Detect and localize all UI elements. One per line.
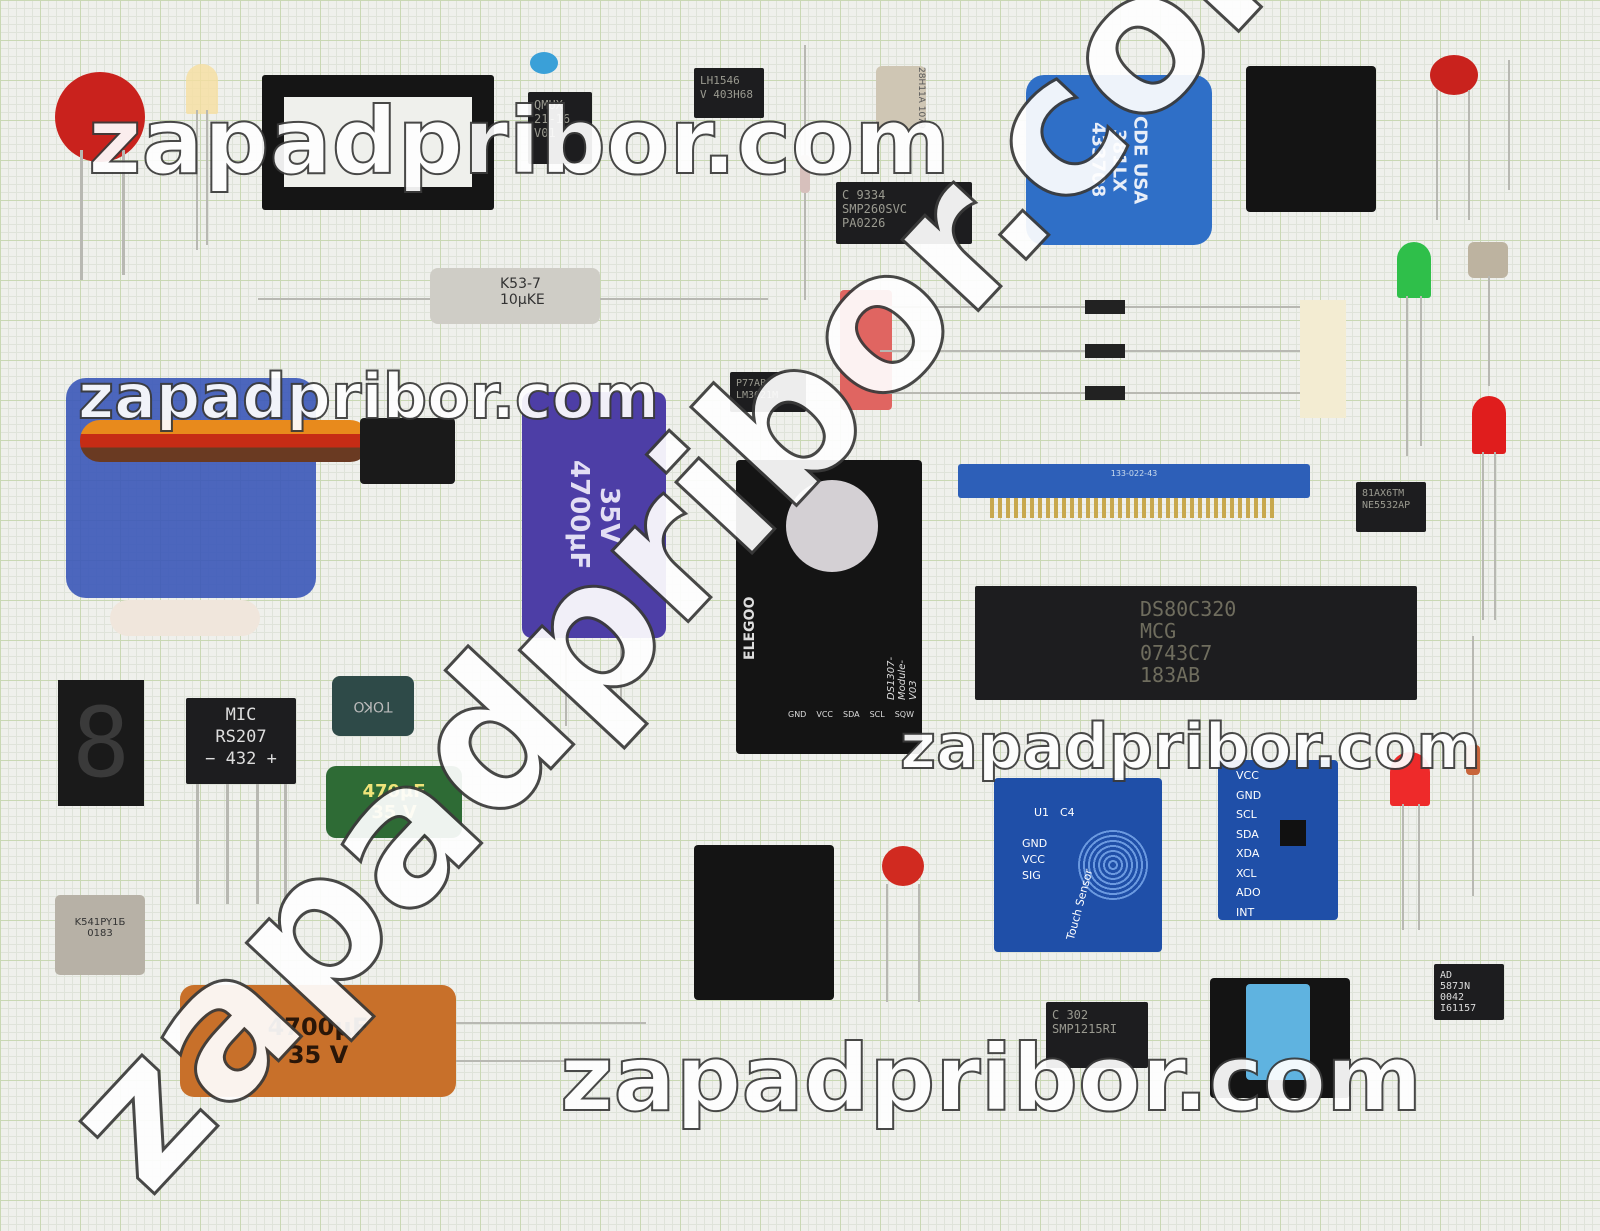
seven-segment-display: 8 (58, 680, 144, 806)
dip-socket (262, 75, 494, 210)
led-red (1472, 396, 1506, 454)
socket-adapter (694, 845, 834, 1000)
servo-connector (360, 418, 455, 484)
diode (1085, 386, 1125, 400)
coin-battery (786, 480, 878, 572)
servo-horn (110, 600, 260, 636)
watermark-middle-right: zapadpribor.com (899, 709, 1482, 784)
axial-diode-small (800, 155, 810, 193)
servo-cable (80, 420, 370, 462)
servo-motor (66, 378, 316, 598)
diode-array-tape (1300, 300, 1346, 418)
diode (1085, 300, 1125, 314)
led-display-module (1246, 66, 1376, 212)
diode (1085, 344, 1125, 358)
led-green (1397, 242, 1431, 298)
dht11-module (1210, 978, 1350, 1098)
led-red-2 (1390, 752, 1430, 806)
led-yellow (186, 64, 218, 114)
ceramic-capacitor-red (882, 846, 924, 886)
varistor-small (1430, 55, 1478, 95)
touch-pad[interactable] (1078, 830, 1148, 900)
zener-diode (1466, 745, 1480, 775)
edge-connector: 133-022-43 (958, 464, 1310, 498)
watermark-top: zapadpribor.com (87, 87, 951, 196)
watermark-middle-left: zapadpribor.com (77, 359, 660, 434)
dht11-sensor (1246, 984, 1310, 1080)
transistor-metal-can (1468, 242, 1508, 278)
watermark-bottom: zapadpribor.com (559, 1024, 1423, 1133)
varistor-disc (55, 72, 145, 162)
metal-can-chip: 28H11A 1079 (838, 66, 966, 130)
capacitor-blue-small (530, 52, 558, 74)
